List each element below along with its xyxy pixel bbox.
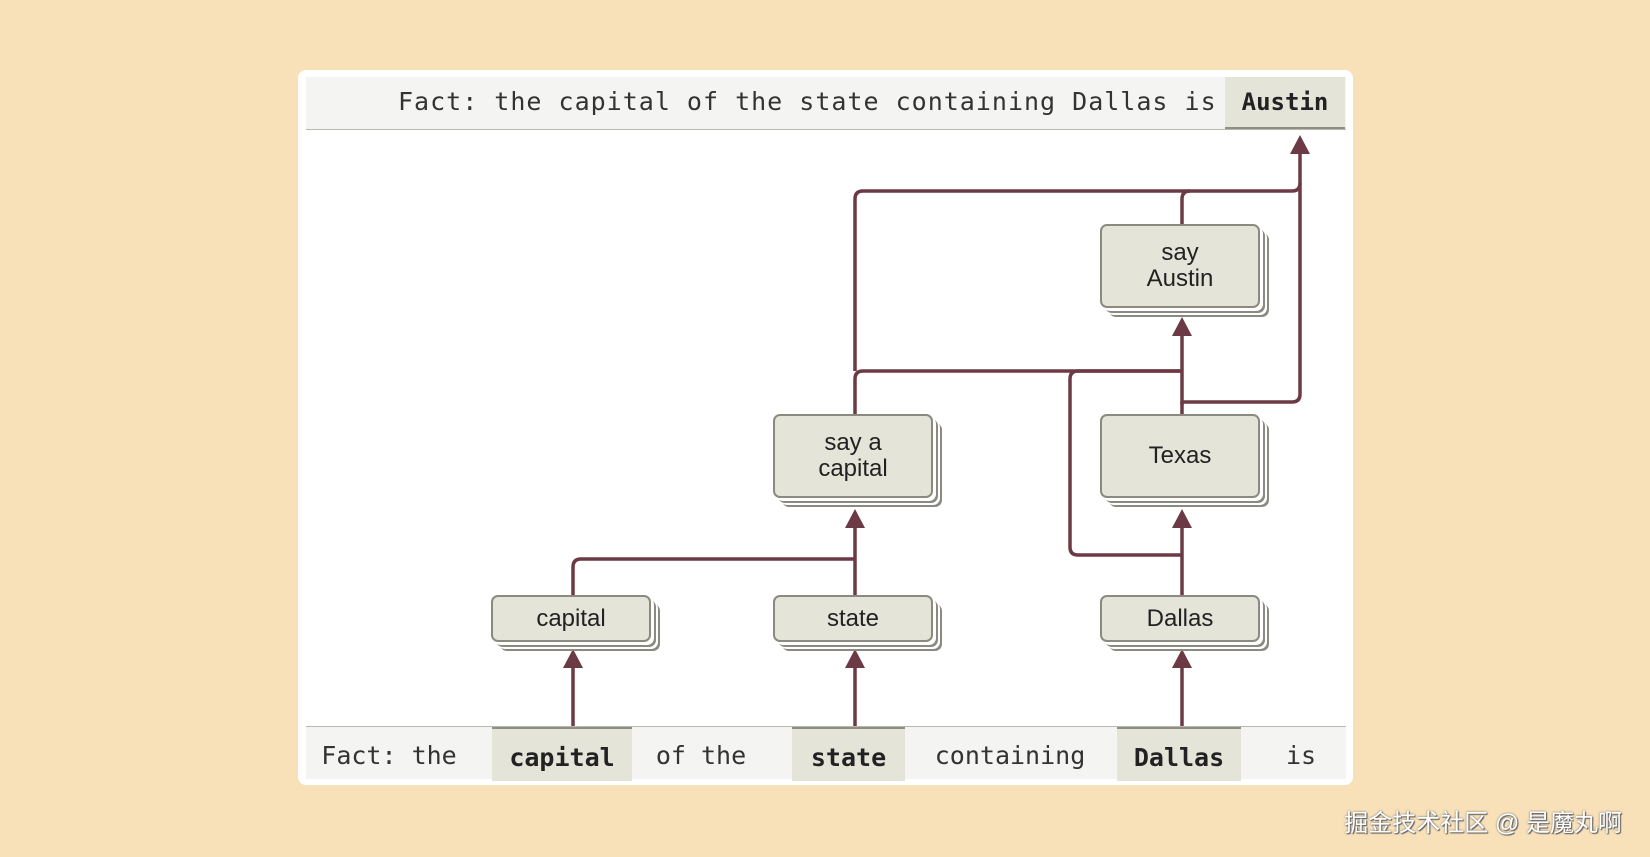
edge-say-a-capital-to-say-austin — [853, 369, 1182, 414]
token-fact-the: Fact: the — [321, 741, 457, 770]
arrowhead-texas — [1172, 509, 1192, 528]
arrowhead-answer — [1290, 135, 1310, 154]
arrowhead-dallas — [1172, 649, 1192, 668]
node-texas: Texas — [1100, 414, 1260, 498]
watermark: 掘金技术社区 @ 是魔丸啊 — [1344, 810, 1622, 837]
arrowhead-say-austin — [1172, 317, 1192, 336]
node-capital: capital — [491, 595, 651, 642]
answer-token: Austin — [1225, 77, 1345, 129]
node-dallas: Dallas — [1100, 595, 1260, 642]
node-state: state — [773, 595, 933, 642]
token-state: state — [792, 727, 905, 781]
token-of-the: of the — [655, 741, 747, 770]
token-containing: containing — [934, 741, 1086, 770]
arrowhead-capital — [563, 649, 583, 668]
edge-texas-to-answer — [1180, 145, 1302, 405]
token-capital: capital — [492, 727, 632, 781]
edge-say-austin-to-answer — [1180, 189, 1191, 224]
token-is: is — [1285, 741, 1317, 770]
output-prompt-bar: Fact: the capital of the state containin… — [306, 77, 1346, 130]
arrowhead-state — [845, 649, 865, 668]
output-prompt-text: Fact: the capital of the state containin… — [398, 87, 1217, 116]
edge-capital-to-say-a-capital — [571, 557, 855, 595]
arrowhead-say-a-capital — [845, 509, 865, 528]
input-prompt-bar: Fact: the capital of the state containin… — [306, 726, 1346, 781]
edge-say-a-capital-to-answer — [853, 182, 1302, 371]
token-dallas: Dallas — [1117, 727, 1241, 781]
node-say-austin: say Austin — [1100, 224, 1260, 308]
node-say-a-capital: say a capital — [773, 414, 933, 498]
